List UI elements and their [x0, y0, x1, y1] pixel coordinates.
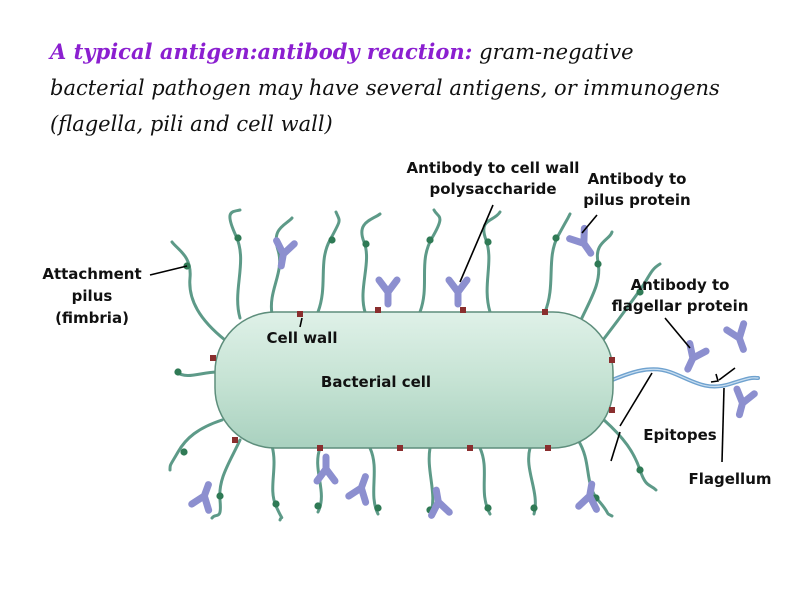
pilus-epitope-11 — [180, 448, 188, 456]
pilus-epitope-9 — [594, 260, 602, 268]
pilus-6 — [418, 208, 442, 314]
label-attachment-pilus: Attachment — [42, 265, 141, 283]
pilus-epitope-7 — [484, 238, 492, 246]
pilus-epitope-14 — [314, 502, 322, 510]
wall-epitope-9 — [545, 445, 551, 451]
pilus-4 — [316, 210, 341, 314]
labels: Antibody to cell wall polysaccharide Ant… — [42, 159, 771, 488]
pilus-epitope-15 — [374, 504, 382, 512]
pilus-epitope-17 — [484, 504, 492, 512]
pilus-16 — [427, 446, 435, 518]
pilus-15 — [368, 446, 380, 516]
wall-epitope-8 — [467, 445, 473, 451]
antibody-8 — [313, 453, 339, 485]
antibody-shape-7 — [733, 385, 758, 419]
pilus-epitope-13 — [272, 500, 280, 508]
antibody-shape-3 — [445, 276, 471, 308]
label-attachment-pilus-2: pilus — [72, 287, 113, 305]
antibody-9 — [345, 473, 370, 506]
antibody-shape-11 — [575, 480, 600, 513]
label-bacterial-cell: Bacterial cell — [321, 373, 431, 391]
antibody-shape-5 — [684, 340, 710, 373]
pilus-epitope-8 — [552, 234, 560, 242]
heading-highlight: A typical antigen:antibody reaction: — [50, 39, 473, 64]
label-antibody-cell-wall: Antibody to cell wall — [407, 159, 580, 177]
pilus-1 — [228, 208, 243, 320]
flagellum — [601, 367, 760, 389]
antibody-shape-9 — [345, 473, 370, 506]
antibody-shape-8 — [313, 453, 339, 485]
pilus-epitope-4 — [328, 236, 336, 244]
pilus-epitope-10 — [636, 288, 644, 296]
cell-wall-epitopes — [210, 307, 615, 451]
antibody-10 — [428, 486, 453, 519]
wall-epitope-12 — [609, 407, 615, 413]
pilus-epitope-6 — [426, 236, 434, 244]
wall-epitope-11 — [609, 357, 615, 363]
wall-epitope-3 — [460, 307, 466, 313]
heading-text: A typical antigen:antibody reaction: gra… — [50, 34, 780, 142]
pilus-8 — [543, 212, 572, 314]
wall-epitope-5 — [232, 437, 238, 443]
pilus-epitope-18 — [530, 504, 538, 512]
antibody-5 — [684, 340, 710, 373]
pilus-5 — [360, 212, 382, 314]
label-antibody-flagellar-2: flagellar protein — [612, 297, 749, 315]
antibody-4 — [566, 224, 595, 257]
bacterial-cell — [214, 311, 614, 449]
label-antibody-cell-wall-2: polysaccharide — [429, 180, 556, 198]
pilus-epitope-20 — [636, 466, 644, 474]
antibody-shape-4 — [566, 224, 595, 257]
pilus-epitope-2 — [234, 234, 242, 242]
label-attachment-pilus-3: (fimbria) — [55, 309, 129, 327]
pilus-7 — [482, 210, 502, 314]
label-antibody-pilus-2: pilus protein — [583, 191, 690, 209]
antibody-shape-1 — [273, 237, 298, 270]
pilus-2 — [170, 240, 227, 342]
wall-epitope-10 — [210, 355, 216, 361]
flagellum-highlight — [602, 368, 759, 388]
pilus-21 — [174, 370, 220, 378]
antibody-6 — [723, 320, 748, 353]
label-antibody-flagellar: Antibody to — [631, 276, 730, 294]
label-epitopes: Epitopes — [643, 426, 717, 444]
pilus-13 — [270, 444, 284, 522]
wall-epitope-2 — [375, 307, 381, 313]
antibody-shape-10 — [428, 486, 453, 519]
wall-epitope-7 — [397, 445, 403, 451]
antibody-shape-6 — [723, 320, 748, 353]
heading-line1: gram-negative — [479, 40, 634, 64]
label-cell-wall: Cell wall — [267, 329, 338, 347]
antibody-shape-2 — [375, 276, 401, 308]
wall-epitope-4 — [542, 309, 548, 315]
pilus-epitope-12 — [216, 492, 224, 500]
label-flagellum: Flagellum — [688, 470, 771, 488]
pilus-17 — [478, 446, 492, 516]
antibody-shape-12 — [188, 481, 213, 514]
antibody-3 — [445, 276, 471, 308]
pilus-11 — [168, 418, 224, 472]
antibodies-group — [188, 224, 758, 519]
antibody-12 — [188, 481, 213, 514]
pilus-epitope-5 — [362, 240, 370, 248]
pilus-12 — [210, 438, 242, 520]
wall-epitope-1 — [297, 311, 303, 317]
wall-epitope-6 — [317, 445, 323, 451]
pilus-epitope-21 — [174, 368, 182, 376]
antibody-2 — [375, 276, 401, 308]
antibody-1 — [273, 237, 298, 270]
antibody-7 — [733, 385, 758, 419]
heading-line2: bacterial pathogen may have several anti… — [50, 76, 720, 100]
leader-lines — [149, 204, 736, 463]
heading-line3: (flagella, pili and cell wall) — [50, 112, 333, 136]
label-antibody-pilus: Antibody to — [588, 170, 687, 188]
pilus-18 — [527, 446, 537, 516]
antibody-11 — [575, 480, 600, 513]
